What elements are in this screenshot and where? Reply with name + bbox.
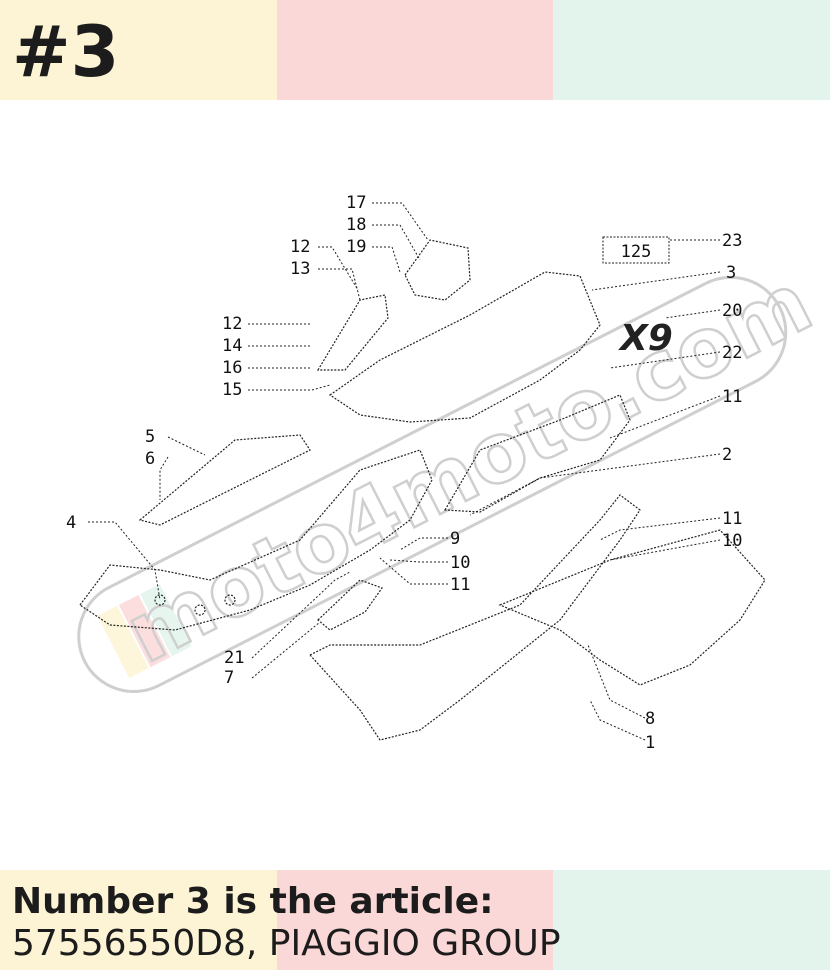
caption-article: 57556550D8, PIAGGIO GROUP — [12, 923, 561, 964]
exploded-parts-diagram: moto4moto.com — [66, 193, 827, 753]
swatch-pink — [277, 0, 553, 100]
callout-12a: 12 — [290, 237, 310, 257]
callout-11a: 11 — [722, 387, 742, 407]
parts-outlines — [79, 239, 766, 741]
leader-lines — [88, 202, 721, 741]
badge-125: 125 — [602, 236, 670, 264]
swatch-yellow — [0, 870, 277, 970]
part-tunnel-cover — [328, 271, 601, 423]
part-bracket-small — [316, 294, 389, 371]
callout-16: 16 — [222, 358, 242, 378]
callout-18: 18 — [346, 215, 366, 235]
callout-21: 21 — [224, 648, 244, 668]
model-logo: X9 — [618, 318, 673, 359]
callout-14: 14 — [222, 336, 242, 356]
callout-15: 15 — [222, 380, 242, 400]
caption-heading: Number 3 is the article: — [12, 881, 494, 922]
callout-4: 4 — [66, 513, 76, 533]
badge-text: 125 — [621, 242, 652, 262]
callout-5: 5 — [145, 427, 155, 447]
callout-1: 1 — [645, 733, 655, 753]
callout-19: 19 — [346, 237, 366, 257]
part-side-panel — [443, 394, 631, 513]
swatch-mint — [553, 0, 830, 100]
part-front-bracket — [138, 434, 311, 526]
header-color-band — [0, 0, 830, 100]
callout-12b: 12 — [222, 314, 242, 334]
callout-8: 8 — [645, 709, 655, 729]
callout-2: 2 — [722, 445, 732, 465]
part-number-label: #3 — [12, 11, 120, 93]
swatch-pink — [277, 870, 553, 970]
swatch-yellow — [0, 0, 277, 100]
callout-7: 7 — [224, 668, 234, 688]
callout-9: 9 — [450, 529, 460, 549]
callout-10b: 10 — [722, 531, 742, 551]
callout-3: 3 — [726, 263, 736, 283]
callout-22: 22 — [722, 343, 742, 363]
watermark-text: moto4moto.com — [112, 255, 826, 682]
footer-color-band — [0, 870, 830, 970]
part-floor-frame — [79, 449, 433, 631]
callout-numbers: 17 18 19 12 13 12 14 16 15 23 3 20 22 11… — [66, 193, 742, 753]
callout-11b: 11 — [450, 575, 470, 595]
part-bracket-top — [404, 239, 471, 301]
callout-17: 17 — [346, 193, 366, 213]
part-footboard — [309, 494, 641, 741]
callout-10a: 10 — [450, 553, 470, 573]
callout-23: 23 — [722, 231, 742, 251]
watermark: moto4moto.com — [77, 254, 827, 694]
callout-20: 20 — [722, 301, 742, 321]
callout-11c: 11 — [722, 509, 742, 529]
swatch-mint — [553, 870, 830, 970]
part-side-rail — [498, 529, 766, 686]
part-plate — [317, 579, 383, 631]
callout-6: 6 — [145, 449, 155, 469]
callout-13: 13 — [290, 259, 310, 279]
